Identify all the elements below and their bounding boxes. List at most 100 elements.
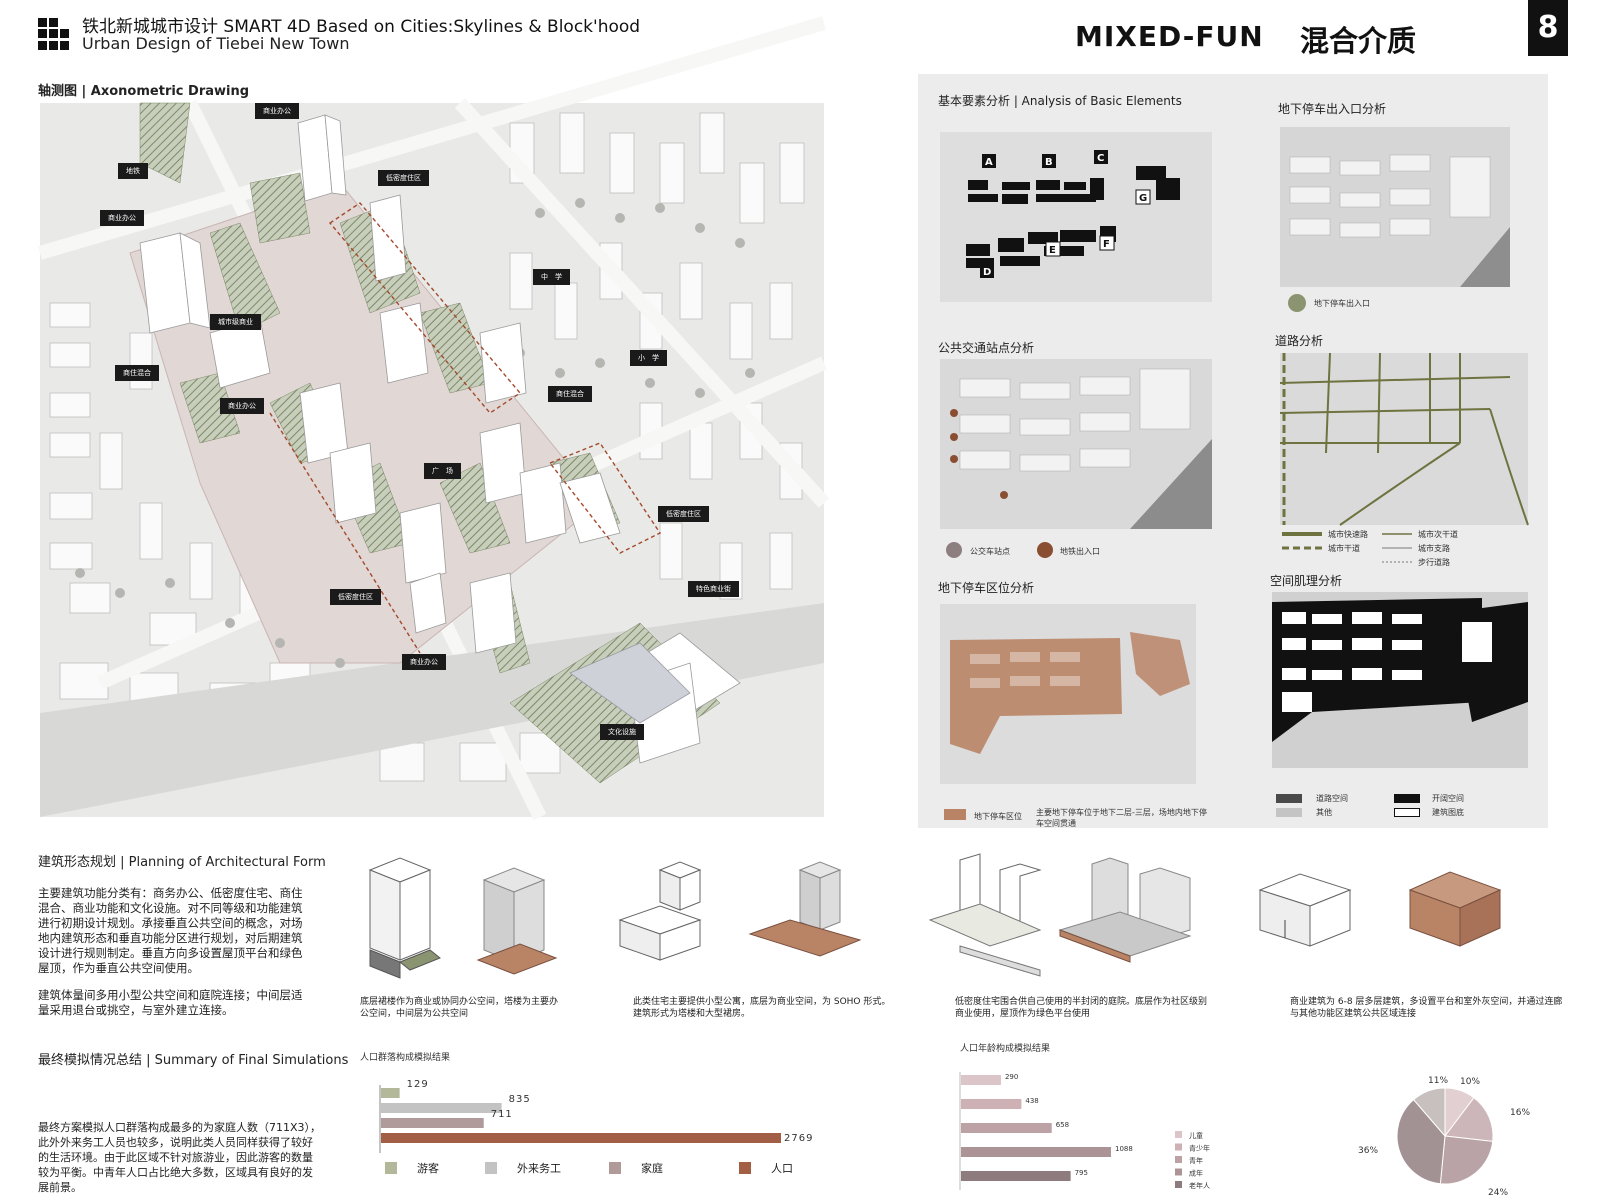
- metro-entrance-legend: 地铁出入口: [1060, 547, 1100, 556]
- map-label-mixed-use-2: 商住混合: [548, 386, 592, 402]
- project-title: 铁北新城城市设计 SMART 4D Based on Cities:Skylin…: [82, 17, 641, 37]
- texture-legend-other: 其他: [1316, 808, 1332, 817]
- office-tower-white: [368, 857, 441, 979]
- pie-slice: [1444, 1097, 1494, 1142]
- underground-entry-title: 地下停车出入口分析: [1278, 102, 1387, 116]
- low-density-brown: [1058, 857, 1192, 963]
- parking-legend: 地下停车区位: [974, 812, 1022, 821]
- age-bar-value: 658: [1056, 1121, 1069, 1129]
- texture-building-swatch: [1394, 808, 1420, 817]
- map-label-metro: 地铁: [118, 163, 148, 179]
- residential-white: [618, 861, 702, 961]
- population-bar-value: 2769: [784, 1133, 813, 1144]
- architecture-para1-line: 进行初期设计规划。承接垂直公共空间的概念，对场: [38, 916, 303, 930]
- texture-legend-building: 建筑图底: [1432, 808, 1464, 817]
- caption-line: 公空间，中间层为公共空间: [360, 1009, 469, 1019]
- logo-grid-icon: [38, 18, 70, 50]
- caption-line: 此类住宅主要提供小型公寓，底层为商业空间，为 SOHO 形式。: [633, 997, 891, 1007]
- population-chart-title: 人口群落构成模拟结果: [360, 1053, 451, 1063]
- axonometric-illustration: [38, 16, 830, 821]
- parking-note-line2: 车空间贯通: [1036, 819, 1076, 828]
- population-legend-label: 外来务工: [517, 1162, 561, 1175]
- architecture-para1-line: 主要建筑功能分类有：商务办公、低密度住宅、商住: [38, 886, 303, 900]
- map-label-city-commercial: 城市级商业: [210, 314, 261, 330]
- caption-line: 商业使用，屋顶作为绿色平台使用: [955, 1009, 1091, 1019]
- road-legend-lines: [1282, 532, 1412, 563]
- architecture-para2-line: 量采用退台或挑空，与室外建立连接。: [38, 1003, 234, 1017]
- architecture-paragraph-2: 建筑体量间多用小型公共空间和庭院连接；中间层适 量采用退台或挑空，与室外建立连接…: [38, 988, 338, 1018]
- texture-other-swatch: [1276, 808, 1302, 817]
- map-label-low-density-3: 低密度住区: [330, 589, 381, 605]
- texture-title: 空间肌理分析: [1270, 574, 1343, 588]
- map-label-primary-school: 小 学: [630, 350, 667, 366]
- population-bar: [381, 1133, 781, 1143]
- population-legend-label: 家庭: [641, 1161, 663, 1175]
- texture-diagram: [1272, 592, 1528, 768]
- basic-letter-e: E: [1049, 245, 1056, 256]
- pie-slice: [1412, 1087, 1446, 1138]
- pie-slice-label: 24%: [1488, 1188, 1508, 1198]
- road-legend-arterial: 城市干道: [1328, 544, 1360, 553]
- texture-road-swatch: [1276, 794, 1302, 803]
- basic-letter-f: F: [1103, 239, 1110, 250]
- transit-map: [940, 359, 1212, 529]
- office-tower-brown: [476, 867, 558, 975]
- pie-slice: [1439, 1135, 1494, 1185]
- commercial-brown: [1408, 871, 1502, 947]
- summary-line: 此外外来务工人员也较多，说明此类人员同样获得了较好: [38, 1136, 313, 1149]
- parking-note-line1: 主要地下停车位于地下二层-三层，场地内地下停: [1036, 808, 1207, 817]
- caption-line: 低密度住宅围合供自己使用的半封闭的庭院。底层作为社区级别: [955, 997, 1208, 1007]
- age-legend-label: 老年人: [1189, 1181, 1210, 1190]
- map-label-low-density-1: 低密度住区: [378, 170, 429, 186]
- age-legend-swatch: [1175, 1143, 1182, 1151]
- population-bar-value: 711: [491, 1109, 513, 1120]
- basic-letter-c: C: [1097, 153, 1104, 164]
- map-label-office-4: 商业办公: [402, 654, 446, 670]
- age-bar-value: 1088: [1115, 1145, 1133, 1153]
- age-legend-swatch: [1175, 1181, 1182, 1188]
- map-label-mixed-use-1: 商住混合: [115, 365, 159, 381]
- parking-map: [940, 604, 1196, 784]
- population-bar: [381, 1118, 484, 1128]
- axonometric-title: 轴测图 | Axonometric Drawing: [38, 84, 250, 99]
- road-legend-secondary: 城市次干道: [1418, 530, 1458, 539]
- architecture-para2-line: 建筑体量间多用小型公共空间和庭院连接；中间层适: [38, 988, 303, 1002]
- transit-diagram: [940, 359, 1212, 529]
- road-legend-branch: 城市支路: [1418, 544, 1450, 553]
- underground-entry-diagram: [1280, 127, 1510, 287]
- parking-title: 地下停车区位分析: [938, 581, 1035, 595]
- population-legend-swatch: [609, 1162, 621, 1174]
- underground-entry-marker-icon: [1288, 294, 1306, 312]
- map-label-office-1: 商业办公: [255, 103, 299, 119]
- population-legend-swatch: [485, 1162, 497, 1174]
- basic-letter-b: B: [1045, 157, 1053, 168]
- summary-paragraph: 最终方案模拟人口群落构成最多的为家庭人数（711X3）， 此外外来务工人员也较多…: [38, 1120, 348, 1195]
- age-bar: [961, 1099, 1022, 1109]
- analysis-panel: 基本要素分析 | Analysis of Basic Elements A B …: [918, 74, 1548, 828]
- map-label-middle-school: 中 学: [533, 269, 570, 285]
- map-label-office-3: 商业办公: [220, 398, 264, 414]
- population-legend-swatch: [739, 1162, 751, 1174]
- parking-zone-swatch: [944, 809, 966, 820]
- parking-diagram: [940, 604, 1196, 784]
- caption-residential: 此类住宅主要提供小型公寓，底层为商业空间，为 SOHO 形式。 建筑形式为塔楼和…: [633, 996, 890, 1020]
- architecture-para1-line: 地内建筑形态和垂直功能分区进行规划，对后期建筑: [38, 931, 303, 945]
- pie-slice-label: 36%: [1358, 1146, 1378, 1156]
- population-bar-value: 835: [509, 1094, 531, 1105]
- road-legend-pedestrian: 步行道路: [1418, 558, 1450, 567]
- texture-open-swatch: [1394, 794, 1420, 803]
- caption-office: 底层裙楼作为商业或协同办公空间，塔楼为主要办 公空间，中间层为公共空间: [360, 996, 558, 1020]
- low-density-white: [928, 853, 1042, 977]
- architecture-para1-line: 设计进行规则制定。垂直方向多设置屋顶平台和绿色: [38, 946, 303, 960]
- age-legend-label: 儿童: [1189, 1131, 1203, 1140]
- pie-slice-label: 16%: [1510, 1108, 1530, 1118]
- pie-slice: [1396, 1098, 1446, 1185]
- project-subtitle: Urban Design of Tiebei New Town: [82, 34, 350, 53]
- underground-entry-map: [1280, 127, 1510, 287]
- road-map: [1279, 352, 1529, 526]
- basic-elements-title: 基本要素分析 | Analysis of Basic Elements: [938, 94, 1182, 108]
- caption-commercial: 商业建筑为 6-8 层多层建筑，多设置平台和室外灰空间，并通过连廊 与其他功能区…: [1290, 996, 1590, 1020]
- axonometric-drawing: 商业办公 地铁 商业办公 低密度住区 城市级商业 商住混合 商业办公 中 学 小…: [38, 16, 830, 821]
